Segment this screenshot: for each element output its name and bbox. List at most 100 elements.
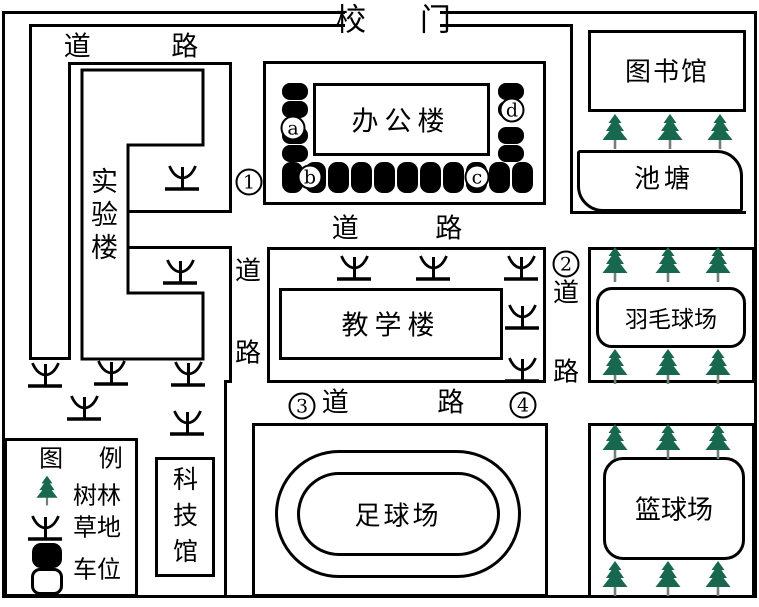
road-label-right-vertical-2: 路 <box>552 357 580 388</box>
tree-icon <box>655 247 681 287</box>
parking-spot <box>489 162 510 193</box>
inner-wall-left-end <box>29 357 71 360</box>
pond-shape <box>577 150 743 212</box>
legend-item-trees-label: 树林 <box>73 481 121 510</box>
parking-spot <box>420 162 441 193</box>
parking-icon <box>32 543 62 568</box>
basketball-court-label: 篮球场 <box>634 495 714 526</box>
parking-spot <box>282 101 308 118</box>
soccer-block <box>252 423 548 597</box>
teaching-building <box>279 288 503 360</box>
grass-icon <box>336 252 372 285</box>
parking-spot <box>282 162 303 193</box>
road-marker-4: 4 <box>509 391 537 419</box>
map-border-top-left <box>2 11 345 14</box>
teaching-block <box>267 247 546 383</box>
tree-icon <box>705 561 731 601</box>
tree-icon <box>36 475 58 511</box>
parking-spot <box>397 162 418 193</box>
library-label: 图书馆 <box>624 57 710 88</box>
tree-icon <box>655 561 681 601</box>
badminton-court <box>596 287 746 348</box>
badminton-block <box>588 247 755 383</box>
legend-item-grass-label: 草地 <box>73 513 121 542</box>
lab-block-jog <box>224 380 232 383</box>
library-block-bottom-edge <box>570 211 746 214</box>
road-label-right-vertical-1: 道 <box>552 278 580 309</box>
road-stub-top-edge <box>128 210 232 213</box>
road-marker-3: 3 <box>288 392 316 420</box>
tree-icon <box>602 247 628 287</box>
office-building <box>313 83 490 156</box>
inner-wall-top-left <box>29 24 345 27</box>
grass-icon <box>504 354 540 387</box>
map-border-right <box>754 11 757 598</box>
soccer-track-inner <box>297 472 500 556</box>
basketball-block <box>588 423 755 598</box>
school-gate-label: 校 门 <box>335 2 473 39</box>
road-label-center: 道 路 <box>331 213 497 245</box>
parking-letter-d: d <box>499 97 525 123</box>
road-marker-1: 1 <box>235 168 263 196</box>
science-hall-label: 科技馆 <box>172 465 198 566</box>
grass-icon <box>170 358 206 391</box>
lab-block-top-edge <box>68 62 232 65</box>
road-label-top-left: 道 路 <box>63 31 235 63</box>
inner-wall-left <box>29 24 32 360</box>
office-building-label: 办公楼 <box>351 106 451 138</box>
pond-label: 池塘 <box>633 164 695 195</box>
parking-spot <box>282 83 308 100</box>
parking-spot <box>498 145 524 162</box>
road-label-left-vertical-1: 道 <box>234 256 262 287</box>
legend-title: 图 例 <box>39 444 137 473</box>
road-marker-2: 2 <box>552 250 580 278</box>
parking-spot <box>328 162 349 193</box>
parking-spot <box>498 127 524 144</box>
tree-icon <box>705 247 731 287</box>
teaching-building-label: 教学楼 <box>341 310 441 342</box>
map-border-top-right <box>440 11 757 14</box>
tree-icon <box>655 424 681 464</box>
parking-spot <box>498 83 524 100</box>
library-block-left-edge <box>570 24 573 214</box>
parking-spot <box>374 162 395 193</box>
parking-spot <box>282 145 308 162</box>
tree-icon <box>602 114 628 154</box>
grass-icon <box>164 162 200 195</box>
legend-item-parking-label: 车位 <box>73 555 121 584</box>
lab-block-right-bottom <box>224 380 227 597</box>
lab-block-right-upper <box>229 62 232 213</box>
parking-letter-b: b <box>297 164 323 190</box>
tree-icon <box>602 424 628 464</box>
grass-icon <box>27 359 63 392</box>
parking-letter-c: c <box>464 164 490 190</box>
tree-icon <box>657 114 683 154</box>
lab-block-right-lower <box>229 246 232 383</box>
road-stub-bottom-edge <box>128 246 232 249</box>
tree-icon <box>705 349 731 389</box>
grass-icon <box>162 256 198 289</box>
grass-icon <box>415 252 451 285</box>
science-hall <box>155 457 215 577</box>
soccer-track-outer <box>275 450 521 578</box>
tree-icon <box>602 349 628 389</box>
basketball-court <box>603 457 745 560</box>
road-label-left-vertical-2: 路 <box>234 338 262 369</box>
legend-box <box>4 438 138 597</box>
map-border-left <box>2 11 5 598</box>
grass-icon <box>503 252 539 285</box>
grass-icon <box>66 392 102 425</box>
tree-icon <box>602 561 628 601</box>
badminton-court-label: 羽毛球场 <box>625 307 717 333</box>
parking-letter-a: a <box>280 115 306 141</box>
inner-wall-top-right <box>440 24 572 27</box>
tree-icon <box>705 424 731 464</box>
tree-icon <box>707 114 733 154</box>
office-block <box>263 61 546 205</box>
parking-spot <box>351 162 372 193</box>
lab-building-label: 实验楼 <box>91 167 118 264</box>
parking-spot <box>512 162 533 193</box>
grass-icon <box>27 512 63 545</box>
